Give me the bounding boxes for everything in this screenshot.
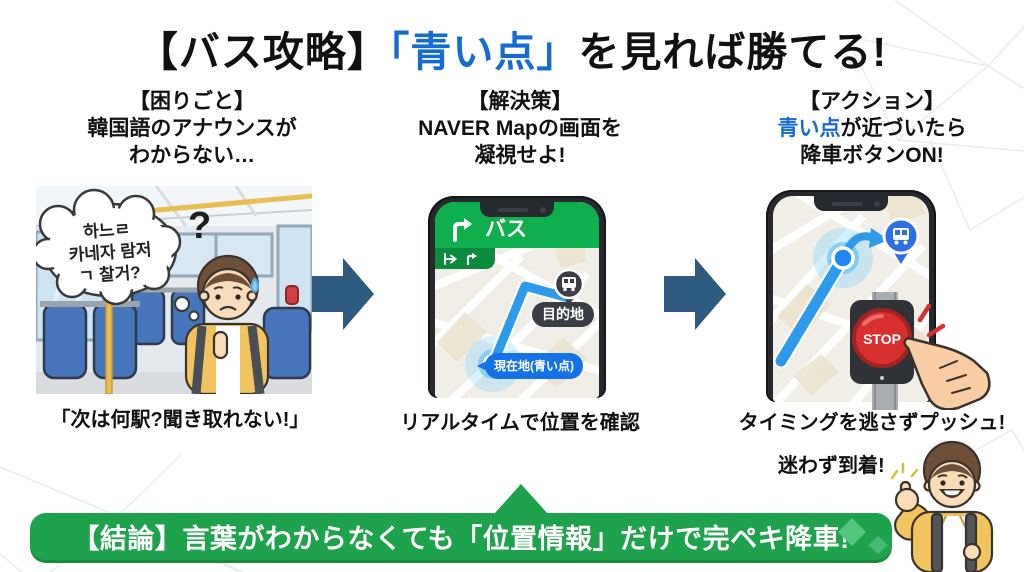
title-highlight-blue-dot: 「青い点」 [388,29,579,75]
column3-line3: 降車ボタンON! [800,144,944,167]
column3-line2-rest: が近づいたら [840,117,967,140]
destination-pill: 目的地 [532,302,594,327]
conclusion-text: 【結論】言葉がわからなくても「位置情報」だけで完ペキ降車! [72,524,850,554]
bus-seats [40,287,312,380]
column1-line2: 韓国語のアナウンスが [87,117,297,140]
lane-icon [444,252,458,265]
banner-sparkle-decoration [838,518,888,554]
question-mark: ? [188,205,211,247]
turn-right-arrow-icon [453,218,472,242]
column2-line3: 凝視せよ! [474,144,566,167]
column3-line2-highlight: 青い点 [777,117,841,140]
banner-pointer-triangle [494,484,548,514]
bus-interior-illustration: 하느ㄹ 카네자 람저 ㄱ 찰거? ? [36,186,312,394]
route-line [488,281,574,369]
column1-heading: 【困りごと】 韓国語のアナウンスが わからない… [42,88,342,169]
flow-arrow-1 [312,258,374,330]
phone1-screen: バス [435,202,599,398]
thought-text-line1: 하느ㄹ [83,220,131,242]
column3-line2: 青い点が近づいたら [726,115,1018,142]
column3-tag: 【アクション】 [799,90,945,113]
wall-stop-button [285,285,299,305]
bus-stop-pin [882,217,920,264]
route-line [775,252,849,367]
sweat-drop [250,277,260,294]
conclusion-banner: 【結論】言葉がわからなくても「位置情報」だけで完ペキ降車! [30,513,892,560]
stop-button-assembly: STOP [850,292,991,410]
nav-sub-bar [435,248,495,269]
page-title: 【バス攻略】「青い点」を見れば勝てる! [0,18,1024,78]
column1-line3: わからない… [129,144,255,167]
happy-traveler-character [890,440,994,572]
thumbs-up-sparkle [890,462,919,480]
turn-icon-small [466,253,477,265]
pressing-hand [903,336,991,410]
phone-notch [814,196,888,211]
thought-bubble: 하느ㄹ 카네자 람저 ㄱ 찰거? ? [36,188,211,322]
bus-icon [562,277,576,292]
backpack-strap-left [930,512,944,572]
column1-caption: 「次は何駅?聞き取れない!」 [50,409,310,431]
fist [894,487,920,513]
column2-caption: リアルタイムで位置を確認 [400,412,640,434]
title-part2: を見れば勝てる! [578,29,888,75]
column3-caption: タイミングを逃さずプッシュ! [738,412,1006,434]
phone-notch [480,202,554,217]
nav-route-label: バス [485,218,527,241]
phone-naver-map: バス [428,196,606,398]
column2-heading: 【解決策】 NAVER Mapの画面を 凝視せよ! [380,88,660,169]
hand-on-chin [212,330,229,360]
column3-heading: 【アクション】 青い点が近づいたら 降車ボタンON! [726,88,1018,169]
hand-on-strap [962,542,982,562]
column2-tag: 【解決策】 [467,90,573,113]
title-part1: 【バス攻略】 [136,29,389,75]
current-location-pill: 現在地(青い点) [477,353,583,379]
stop-button-label: STOP [863,331,901,347]
character-speech: 迷わず到着! [778,455,885,477]
thought-text-line3: ㄱ 찰거? [78,263,141,286]
column2-line2: NAVER Mapの画面を [418,117,622,140]
flow-arrow-2 [664,258,726,330]
tshirt [940,516,966,572]
worried-passenger [184,254,270,394]
current-location-blue-dot [831,246,855,270]
column1-tag: 【困りごと】 [129,90,255,113]
